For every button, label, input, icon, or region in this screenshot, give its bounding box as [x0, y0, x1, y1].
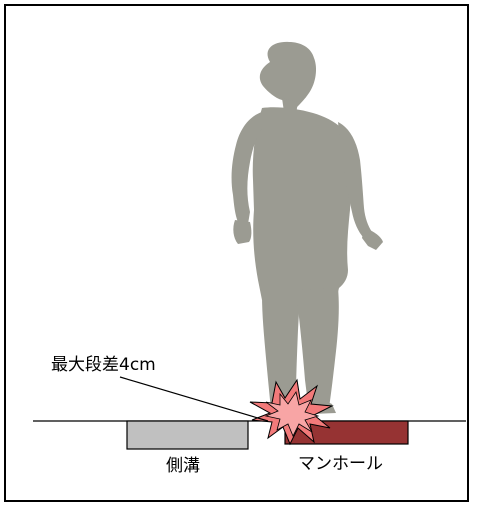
max-step-label: 最大段差4cm — [51, 355, 156, 375]
side-gutter-label: 側溝 — [166, 456, 200, 476]
diagram-frame — [4, 4, 469, 502]
leader-line — [119, 376, 269, 422]
person-silhouette — [231, 41, 383, 420]
impact-burst-front — [264, 391, 320, 437]
side-gutter-block — [126, 420, 249, 450]
manhole-label: マンホール — [298, 454, 383, 474]
